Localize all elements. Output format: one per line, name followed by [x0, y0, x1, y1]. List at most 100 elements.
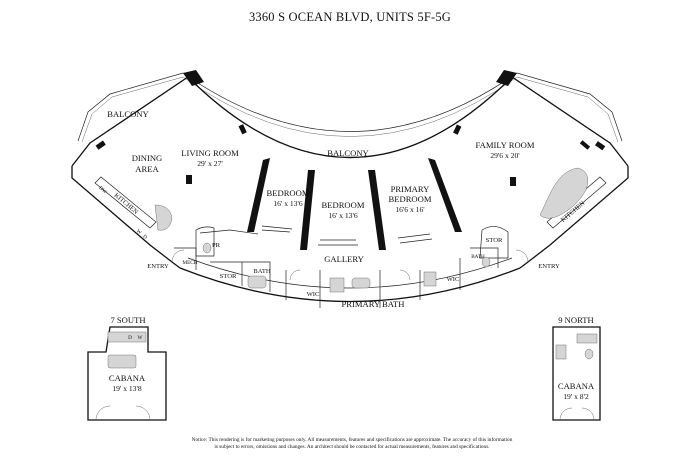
entry-right-label: ENTRY [538, 263, 560, 270]
door-swing [399, 269, 411, 281]
cabana-south-dim: 19' x 13'8 [112, 384, 142, 393]
left-end-wall [71, 166, 181, 269]
shower [329, 277, 345, 293]
kitchen-island [154, 204, 173, 231]
bedroom-1-label: BEDROOM [267, 188, 310, 198]
cabana-south-name: CABANA [109, 373, 146, 383]
primary-bedroom-label-2: BEDROOM [389, 194, 432, 204]
corridor-outer-wall [179, 267, 521, 303]
wic-right-label: WIC [447, 276, 460, 283]
living-room-dim: 29' x 27' [197, 159, 223, 168]
cabana-north-name: CABANA [558, 381, 595, 391]
column [238, 124, 247, 135]
w-label: W [135, 228, 143, 236]
cabana-south-d: D [128, 335, 132, 341]
door-swing [95, 405, 151, 421]
counter [576, 333, 598, 344]
primary-bedroom-label-1: PRIMARY [391, 184, 430, 194]
family-room-label: FAMILY ROOM [475, 140, 534, 150]
primary-bath-wall [319, 270, 381, 308]
entry-left-label: ENTRY [147, 263, 169, 270]
door-swing [171, 249, 185, 263]
bath-right-label: BATH [471, 254, 485, 260]
stor-right-label: STOR [486, 237, 503, 244]
closet-wall [199, 229, 259, 235]
toilet [202, 242, 212, 254]
plan-title: 3360 S OCEAN BLVD, UNITS 5F-5G [249, 10, 451, 24]
closet-wall [261, 229, 291, 233]
door-swing [559, 407, 595, 421]
vanity [107, 354, 137, 369]
balcony-rail [77, 72, 623, 142]
bedroom-wall-4 [428, 158, 462, 232]
cabana-north-dim: 19' x 8'2 [563, 392, 589, 401]
primary-bath-label: PRIMARY BATH [342, 299, 405, 309]
door-swing [289, 269, 301, 281]
column [95, 140, 106, 150]
column [186, 175, 192, 184]
interior-walls [174, 225, 509, 308]
cabana-north-wall [552, 326, 601, 421]
cabana-south-wall [87, 326, 167, 421]
kitchen-counter [94, 176, 157, 229]
column [510, 177, 516, 186]
column [579, 140, 591, 150]
tub [351, 277, 371, 289]
pr-label: PR [212, 242, 221, 249]
corridor-inner-wall [187, 257, 513, 289]
powder-room-wall [195, 226, 215, 257]
bedroom-wall-2 [300, 170, 315, 250]
vanity [423, 271, 437, 287]
closet-wall [261, 225, 293, 230]
bath-right-wall [470, 247, 499, 268]
bedroom-1-dim: 16' x 13'6 [273, 199, 303, 208]
dining-label-2: AREA [135, 164, 159, 174]
dw-label: DW [97, 185, 108, 195]
right-end-wall [519, 166, 629, 269]
bath-left-label: BATH [253, 268, 270, 275]
kitchen-left-label: KITCHEN [113, 192, 140, 216]
wic-left-label: WIC [307, 291, 320, 298]
cabana-south-heading: 7 SOUTH [110, 315, 145, 325]
exterior-wall [71, 76, 629, 167]
bath-wall [242, 261, 271, 292]
stor-right-wall [459, 226, 509, 290]
cabana-7-south: 7 SOUTH D W CABANA 19' x 13'8 [87, 315, 167, 421]
mech-label: MECH [183, 260, 198, 266]
bathtub [247, 275, 267, 289]
toilet [481, 256, 491, 268]
door-swing [515, 249, 529, 263]
mech-wall [174, 247, 197, 270]
kitchen-island [539, 167, 588, 219]
toilet [584, 348, 594, 360]
kitchen-counter [546, 176, 607, 229]
cabana-north-heading: 9 NORTH [558, 315, 594, 325]
bedroom-wall-3 [368, 170, 386, 250]
bedroom-2-dim: 16' x 13'6 [328, 211, 358, 220]
closet-wall [399, 238, 433, 244]
column [496, 70, 517, 86]
bedroom-2-label: BEDROOM [322, 200, 365, 210]
shower [555, 344, 567, 360]
dining-label-1: DINING [132, 153, 163, 163]
column [453, 124, 462, 135]
structural-columns [95, 70, 606, 250]
closet-wall [397, 233, 431, 239]
balcony-rail-inner [81, 76, 619, 143]
gallery-label: GALLERY [324, 254, 364, 264]
stor-left-label: STOR [220, 273, 237, 280]
fixtures [94, 167, 607, 293]
cabana-south-w: W [138, 335, 143, 341]
notice-line-1: Notice: This rendering is for marketing … [192, 436, 513, 443]
notice-line-2: is subject to errors, omissions and chan… [214, 443, 489, 450]
d-label: D [141, 234, 148, 241]
balcony-left-label: BALCONY [107, 109, 149, 119]
counter [107, 331, 147, 343]
family-room-dim: 29'6 x 20' [490, 151, 520, 160]
column [183, 70, 204, 86]
bedroom-wall-1 [247, 158, 270, 232]
living-room-label: LIVING ROOM [181, 148, 239, 158]
column [595, 141, 606, 151]
